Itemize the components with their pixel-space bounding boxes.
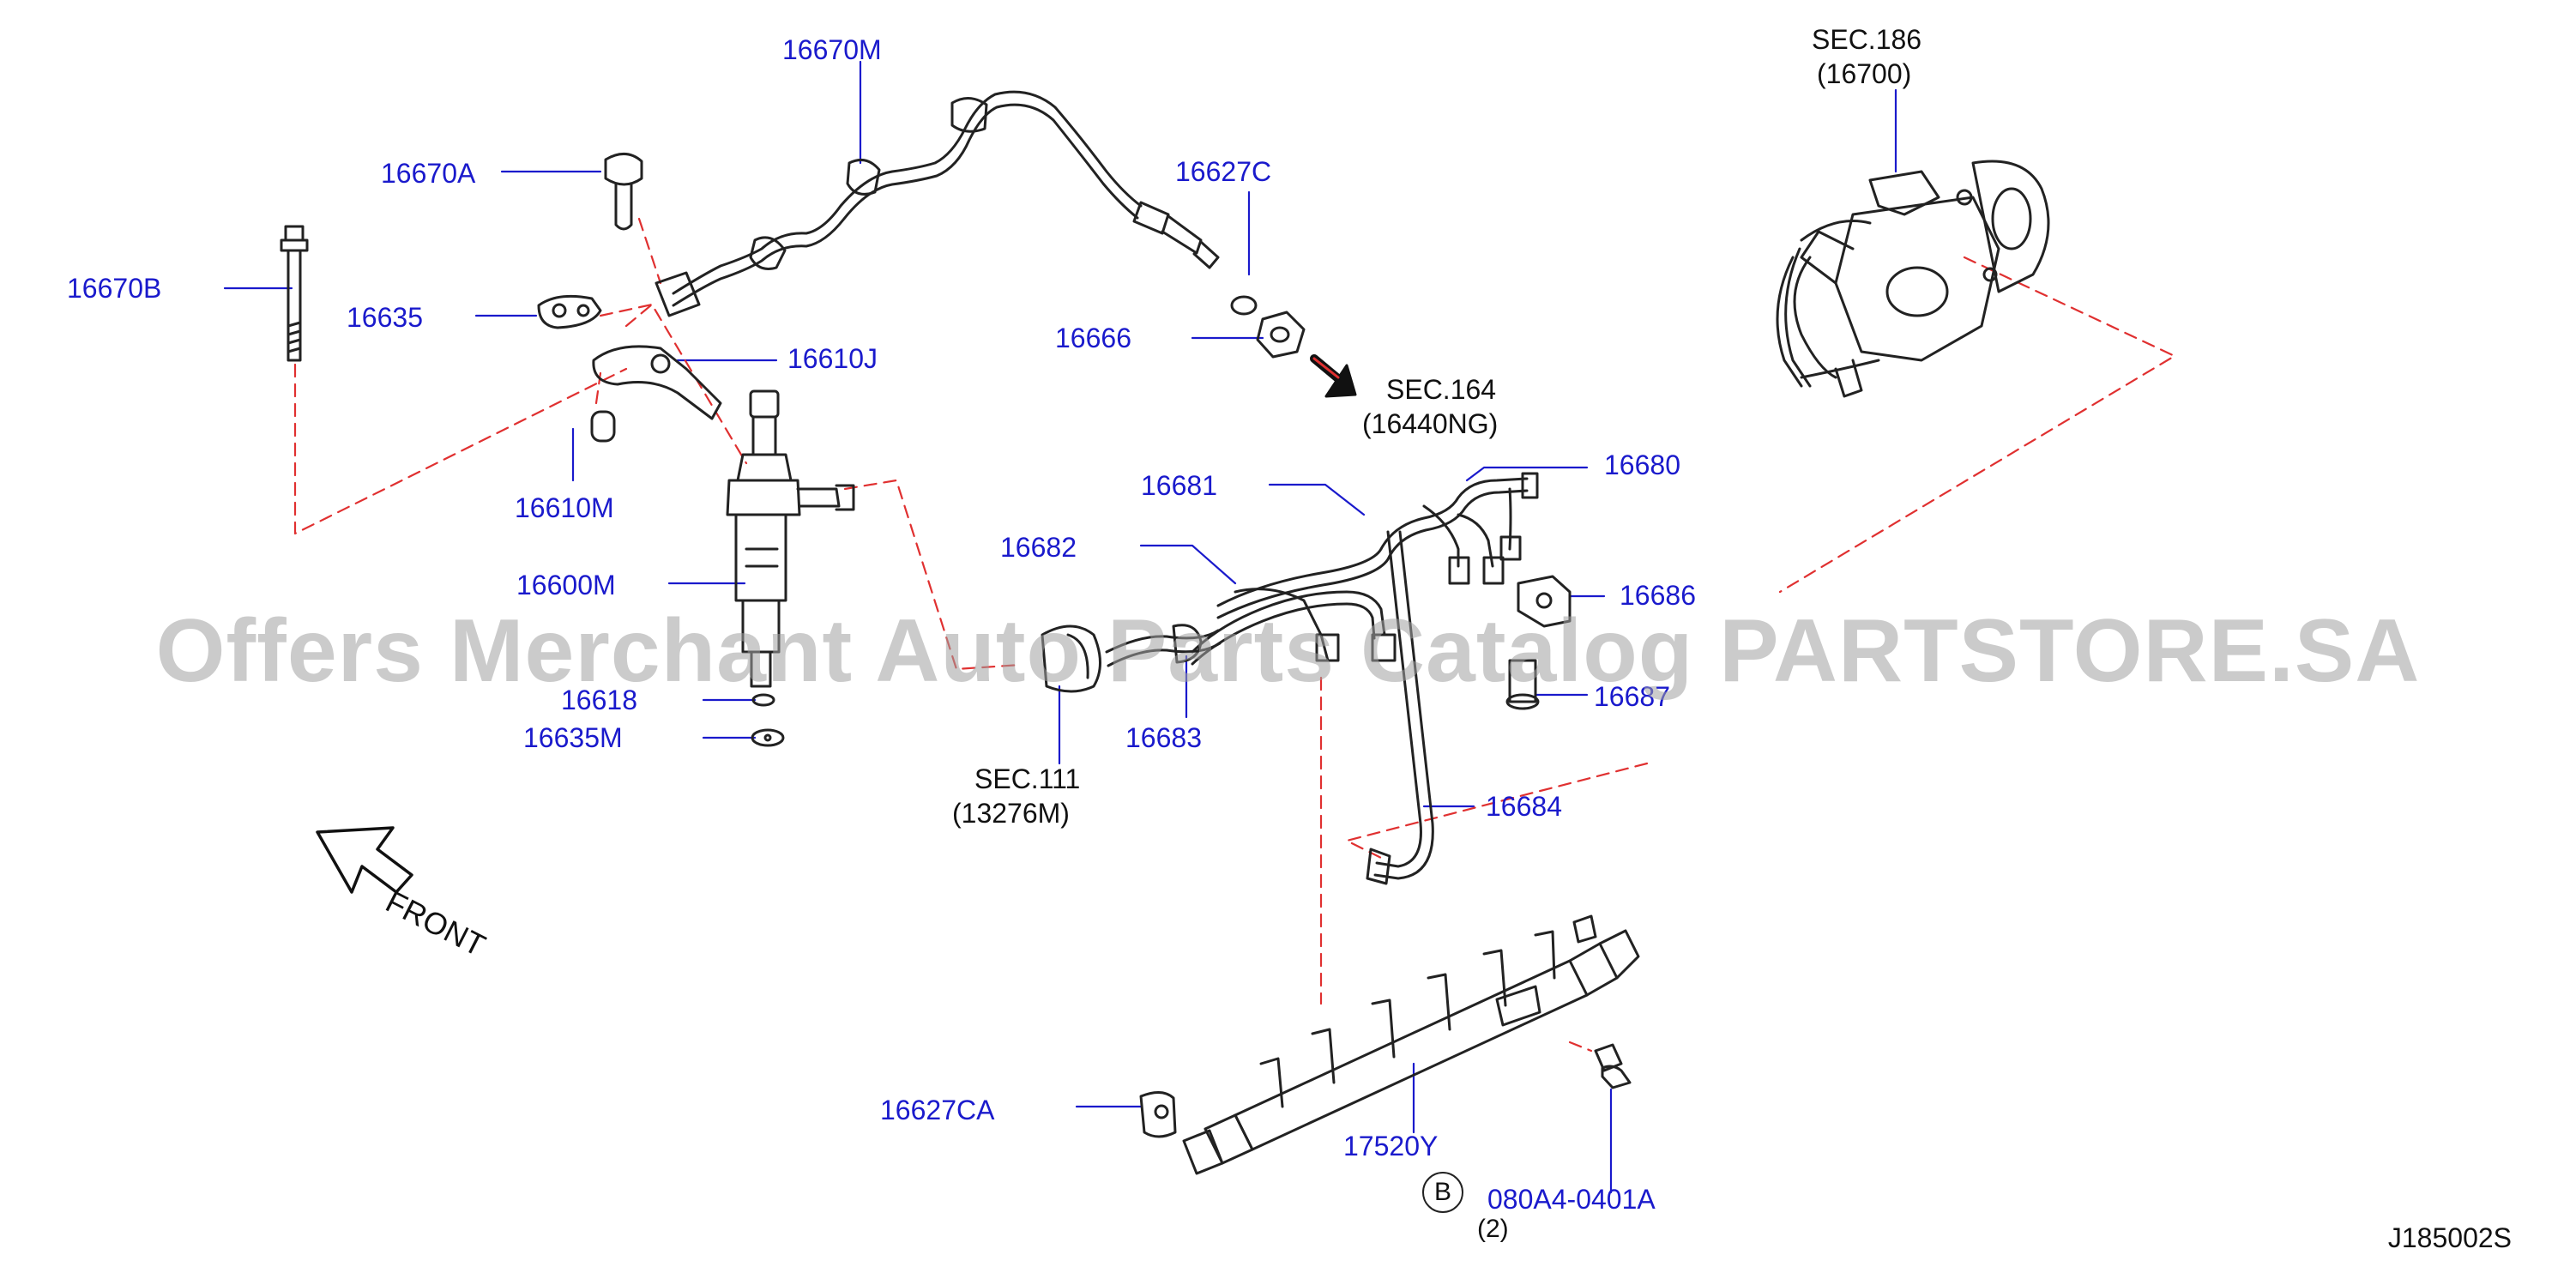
part-label-16670B[interactable]: 16670B (67, 273, 162, 304)
part-label-16627C[interactable]: 16627C (1175, 156, 1272, 187)
front-arrow-icon (316, 826, 413, 894)
clamp-16635 (537, 294, 602, 329)
part-label-16610M[interactable]: 16610M (515, 492, 614, 523)
fuel-pipes (1191, 472, 1539, 666)
plug-16610M (590, 410, 616, 443)
part-label-16683[interactable]: 16683 (1125, 722, 1202, 753)
section-label-sec186[interactable]: SEC.186 (1812, 24, 1922, 55)
hose-16683 (1041, 624, 1222, 693)
dash-pump-rail (1778, 256, 2176, 594)
bracket-16686 (1517, 575, 1572, 628)
part-label-080A4-0401A[interactable]: 080A4-0401A (1487, 1184, 1656, 1215)
part-label-16680[interactable]: 16680 (1604, 449, 1680, 480)
sec164-arrow (1310, 354, 1357, 398)
dash-washer (599, 303, 654, 317)
dash-injector-pipe (843, 479, 1023, 671)
plug-16627CA (1139, 1091, 1177, 1138)
part-label-16670M[interactable]: 16670M (782, 34, 882, 65)
nut-16666 (1256, 311, 1306, 359)
return-hose-16670M (655, 90, 1220, 317)
common-rail-17520Y (1182, 914, 1640, 1175)
part-label-17520Y[interactable]: 17520Y (1343, 1131, 1439, 1161)
part-label-16687[interactable]: 16687 (1594, 681, 1670, 712)
oring-16627C (1230, 295, 1258, 316)
diagram-reference-code: J185002S (2387, 1222, 2512, 1253)
pipe-16684 (1366, 530, 1434, 885)
part-label-16635M[interactable]: 16635M (523, 722, 623, 753)
fuel-pump-sec186 (1776, 160, 2050, 398)
dash-bolt (1568, 1041, 1593, 1053)
bolt-16670A (604, 153, 643, 231)
bolt-16670B (280, 225, 309, 362)
dash-injector-top (624, 303, 748, 465)
part-label-16635[interactable]: 16635 (347, 302, 423, 333)
bolt-080A4 (1594, 1043, 1632, 1089)
section-label-sec164[interactable]: SEC.164 (1386, 374, 1497, 405)
clip-16687 (1505, 659, 1540, 710)
part-label-16686[interactable]: 16686 (1620, 580, 1696, 611)
part-label-16682[interactable]: 16682 (1000, 532, 1077, 563)
ring-16618 (751, 693, 775, 707)
bolt-marker-b: B (1422, 1172, 1463, 1213)
dash-left-bolt (293, 363, 628, 535)
section-ref-16440NG: (16440NG) (1362, 408, 1499, 439)
part-label-16610J[interactable]: 16610J (787, 343, 878, 374)
part-label-16627CA[interactable]: 16627CA (880, 1095, 995, 1125)
part-label-16666[interactable]: 16666 (1055, 323, 1131, 353)
part-label-16670A[interactable]: 16670A (381, 158, 476, 189)
bracket-16610J (592, 345, 722, 420)
leader-16682 (1139, 544, 1237, 585)
dash-16670A (637, 217, 662, 285)
section-ref-13276M: (13276M) (952, 798, 1070, 829)
leader-16681 (1268, 483, 1366, 516)
part-label-16684[interactable]: 16684 (1486, 791, 1562, 822)
washer-16635M (751, 728, 785, 747)
leader-16680 (1465, 466, 1589, 482)
part-label-16618[interactable]: 16618 (561, 685, 637, 715)
part-label-16600M[interactable]: 16600M (516, 570, 616, 600)
injector-16600M (726, 389, 855, 688)
section-ref-16700: (16700) (1817, 58, 1912, 89)
bolt-quantity: (2) (1477, 1215, 1509, 1243)
section-label-sec111[interactable]: SEC.111 (974, 763, 1081, 794)
part-label-16681[interactable]: 16681 (1141, 470, 1217, 501)
